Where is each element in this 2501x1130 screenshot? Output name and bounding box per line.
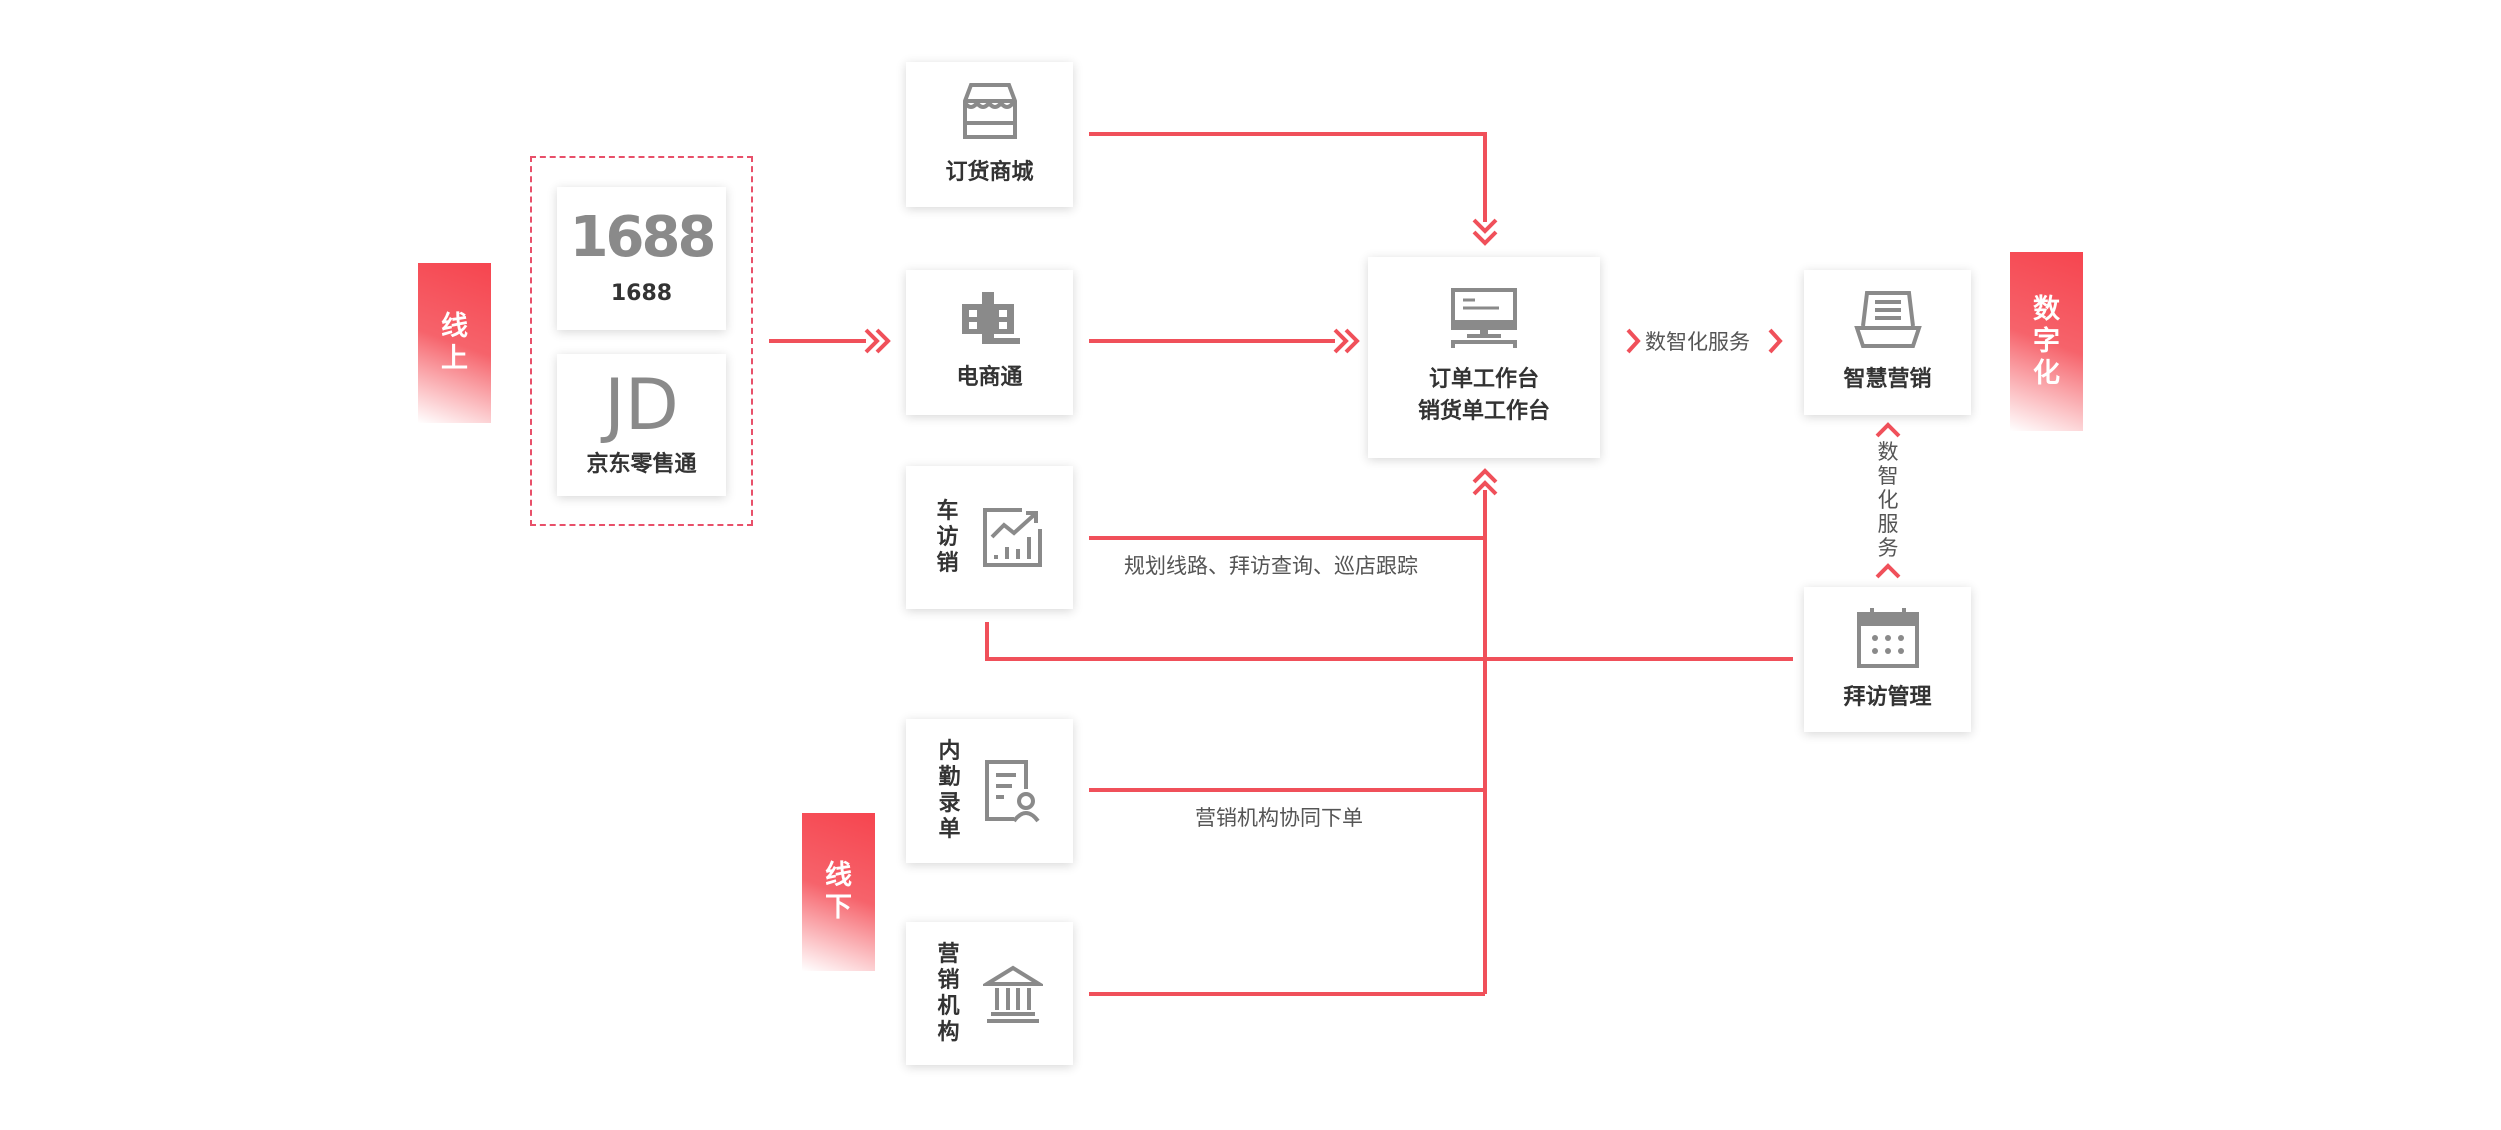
card-label: 订货商城 — [945, 159, 1034, 185]
bank-building-icon — [982, 965, 1043, 1023]
card-marketing-org[interactable]: 营销机构 — [906, 922, 1073, 1065]
card-smart-marketing[interactable]: 智慧营销 — [1804, 270, 1971, 415]
online-channel-group — [530, 156, 753, 526]
digital-service-vertical-label: 数智化服务 — [1877, 440, 1899, 560]
card-label: 电商通 — [956, 364, 1023, 390]
card-1688[interactable]: 1688 1688 — [557, 187, 726, 330]
chevron-right-icon — [1768, 328, 1783, 354]
card-label-line2: 销货单工作台 — [1417, 398, 1550, 424]
collab-note: 营销机构协同下单 — [1195, 806, 1363, 830]
card-ecommerce[interactable]: 电商通 — [906, 270, 1073, 415]
connector-order-mall — [1089, 132, 1487, 222]
card-order-workbench[interactable]: 订单工作台 销货单工作台 — [1368, 257, 1600, 458]
connector-visit-mgmt — [985, 622, 1793, 661]
calendar-icon — [1856, 607, 1919, 668]
card-jd[interactable]: JD 京东零售通 — [557, 354, 726, 496]
store-icon — [962, 82, 1017, 139]
printer-scanner-icon — [1853, 290, 1922, 348]
route-note: 规划线路、拜访查询、巡店跟踪 — [1124, 554, 1418, 578]
card-office-order[interactable]: 内勤录单 — [906, 719, 1073, 863]
chevron-right-icon — [864, 328, 880, 354]
card-order-mall[interactable]: 订货商城 — [906, 62, 1073, 207]
chevron-right-icon — [1344, 328, 1360, 354]
chevron-right-icon — [1333, 328, 1349, 354]
chart-trend-icon — [982, 507, 1042, 567]
chevron-up-icon — [1472, 468, 1498, 484]
chevron-right-icon — [1626, 328, 1641, 354]
card-label: 智慧营销 — [1843, 366, 1932, 392]
chevron-up-icon — [1875, 422, 1901, 438]
card-label: 1688 — [610, 280, 673, 306]
card-label: 内勤录单 — [938, 739, 961, 842]
card-car-sales[interactable]: 车访销 — [906, 466, 1073, 609]
card-label-line1: 订单工作台 — [1428, 366, 1539, 392]
logo-jd: JD — [604, 364, 679, 446]
chevron-down-icon — [1472, 218, 1498, 234]
card-label: 车访销 — [936, 498, 959, 576]
chevron-up-icon — [1472, 480, 1498, 496]
card-label: 营销机构 — [937, 941, 960, 1045]
monitor-icon — [1451, 287, 1517, 348]
document-user-icon — [984, 760, 1040, 823]
chevron-down-icon — [1472, 230, 1498, 246]
tag-offline: 线下 — [802, 813, 875, 971]
card-label: 京东零售通 — [586, 452, 697, 477]
tag-online: 线上 — [418, 263, 491, 423]
dian-character-icon — [961, 291, 1020, 344]
card-visit-mgmt[interactable]: 拜访管理 — [1804, 587, 1971, 732]
tag-digital: 数字化 — [2010, 252, 2083, 431]
chevron-up-icon — [1875, 563, 1901, 579]
logo-1688: 1688 — [569, 204, 717, 270]
card-label: 拜访管理 — [1843, 684, 1932, 710]
chevron-right-icon — [875, 328, 891, 354]
digital-service-label: 数智化服务 — [1645, 330, 1750, 354]
